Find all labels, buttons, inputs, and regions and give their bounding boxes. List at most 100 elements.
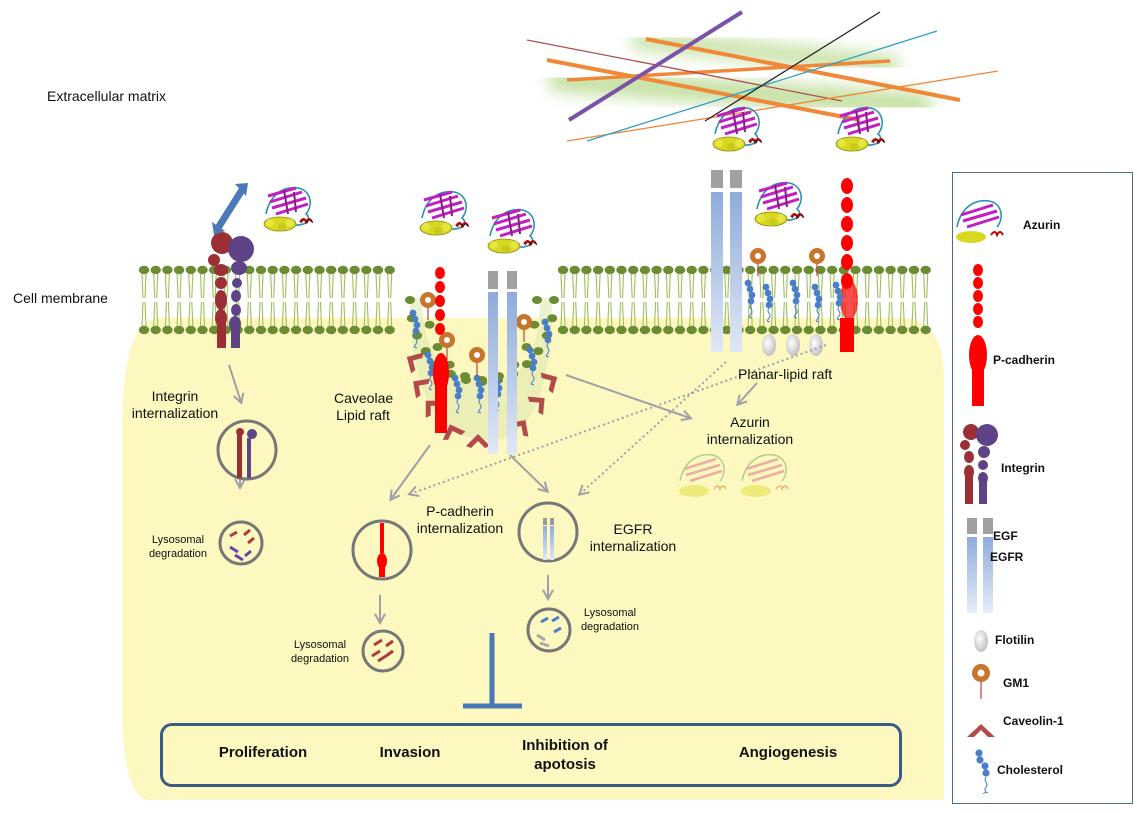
lipid-head <box>424 320 435 329</box>
egfr-icon <box>967 537 993 613</box>
lipid-head <box>862 325 873 335</box>
lipid-head <box>721 325 732 335</box>
label-line-1: Lysosomal <box>293 639 347 651</box>
label-line-2: degradation <box>580 621 640 633</box>
lipid-head <box>803 265 814 275</box>
label-line-2: apotosis <box>534 756 596 773</box>
legend-label-cholesterol: Cholesterol <box>997 763 1064 777</box>
lipid-head <box>255 325 267 335</box>
lipid-head <box>651 325 662 335</box>
lipid-head <box>173 265 185 275</box>
lipid-head <box>521 360 532 369</box>
lipid-head <box>372 325 384 335</box>
legend-label-gm1: GM1 <box>1003 676 1030 690</box>
lipid-head <box>581 265 592 275</box>
lipid-tail <box>642 273 648 327</box>
label-line-1: Lysosomal <box>151 534 205 546</box>
label-line-1: Integrin <box>151 388 199 404</box>
lipid-head <box>326 265 337 275</box>
lipid-tail <box>387 273 393 327</box>
lipid-head <box>686 325 697 335</box>
lipid-tail <box>864 273 870 327</box>
lipid-head <box>780 265 791 275</box>
cytoplasm <box>122 318 944 800</box>
lipid-tail <box>211 273 217 327</box>
lipid-head <box>302 325 313 335</box>
lipid-head <box>532 296 542 304</box>
label-line-2: internalization <box>706 431 794 447</box>
planar-lipid-raft-label: Planar-lipid raft <box>738 366 833 382</box>
lipid-head <box>721 265 732 275</box>
lipid-tail <box>595 273 601 327</box>
lipid-head <box>674 265 686 275</box>
label-line-1: Inhibition of <box>522 737 608 754</box>
lipid-tail <box>340 273 346 327</box>
lipid-tail <box>876 273 882 327</box>
lipid-head <box>862 265 873 275</box>
lipid-tail <box>188 273 194 327</box>
lipid-tail <box>677 273 683 327</box>
lipid-tail <box>630 273 636 327</box>
lipid-head <box>185 265 196 275</box>
lipid-head <box>290 265 302 275</box>
lipid-tail <box>923 273 929 327</box>
lipid-tail <box>305 273 311 327</box>
lipid-head <box>533 347 544 356</box>
lipid-head <box>337 265 349 275</box>
azurin-protein-integrin <box>262 186 315 233</box>
legend-label-p-cadherin: P-cadherin <box>993 353 1056 367</box>
lipid-head <box>173 325 185 335</box>
lipid-head <box>569 325 580 335</box>
egfr-caveolae <box>488 271 517 454</box>
lipid-head <box>756 265 768 275</box>
lipid-head <box>361 325 372 335</box>
lipid-head <box>826 265 838 275</box>
lipid-tail <box>724 273 730 327</box>
azurin-protein-caveolae-2 <box>486 208 539 255</box>
lipid-head <box>651 265 662 275</box>
lipid-head <box>432 343 443 352</box>
lipid-head <box>372 265 384 275</box>
lipid-head <box>384 265 395 275</box>
azurin-protein-icon <box>956 199 1004 243</box>
lipid-tail <box>560 273 566 327</box>
lipid-tail <box>665 273 671 327</box>
extracellular-matrix-label: Extracellular matrix <box>47 88 167 104</box>
lipid-head <box>460 372 471 381</box>
lipid-head <box>197 265 208 275</box>
lipid-head <box>628 325 639 335</box>
lipid-head <box>314 325 325 335</box>
lipid-head <box>138 325 150 335</box>
lipid-head <box>150 325 161 335</box>
azurin-protein-egfr-top <box>711 106 764 153</box>
lipid-head <box>138 265 150 275</box>
lipid-tail <box>293 273 299 327</box>
inhibition-symbol <box>463 633 522 709</box>
lipid-head <box>361 265 372 275</box>
lipid-head <box>314 265 325 275</box>
outcome-proliferation: Proliferation <box>218 744 308 761</box>
p-cadherin-planar <box>840 178 858 352</box>
lipid-head <box>349 265 360 275</box>
lipid-head <box>267 325 278 335</box>
lipid-head <box>616 325 627 335</box>
lipid-tail <box>164 273 170 327</box>
lipid-tail <box>352 273 358 327</box>
lipid-head <box>663 265 674 275</box>
lipid-head <box>209 325 220 335</box>
lipid-head <box>557 265 569 275</box>
lipid-tail <box>363 273 369 327</box>
lipid-head <box>255 265 267 275</box>
legend-label-egfr: EGFR <box>990 550 1024 564</box>
azurin-protein-pcad-top <box>834 106 887 153</box>
lipid-tail <box>199 273 206 327</box>
lipid-tail <box>782 273 788 327</box>
lipid-head <box>267 265 278 275</box>
lipid-head <box>581 325 592 335</box>
lipid-head <box>326 325 337 335</box>
lipid-head <box>698 265 709 275</box>
lipid-head <box>873 265 885 275</box>
lipid-head <box>780 325 791 335</box>
p-cadherin-lysosomal-degradation-label: Lysosomal degradation <box>284 638 356 666</box>
lipid-head <box>279 325 290 335</box>
